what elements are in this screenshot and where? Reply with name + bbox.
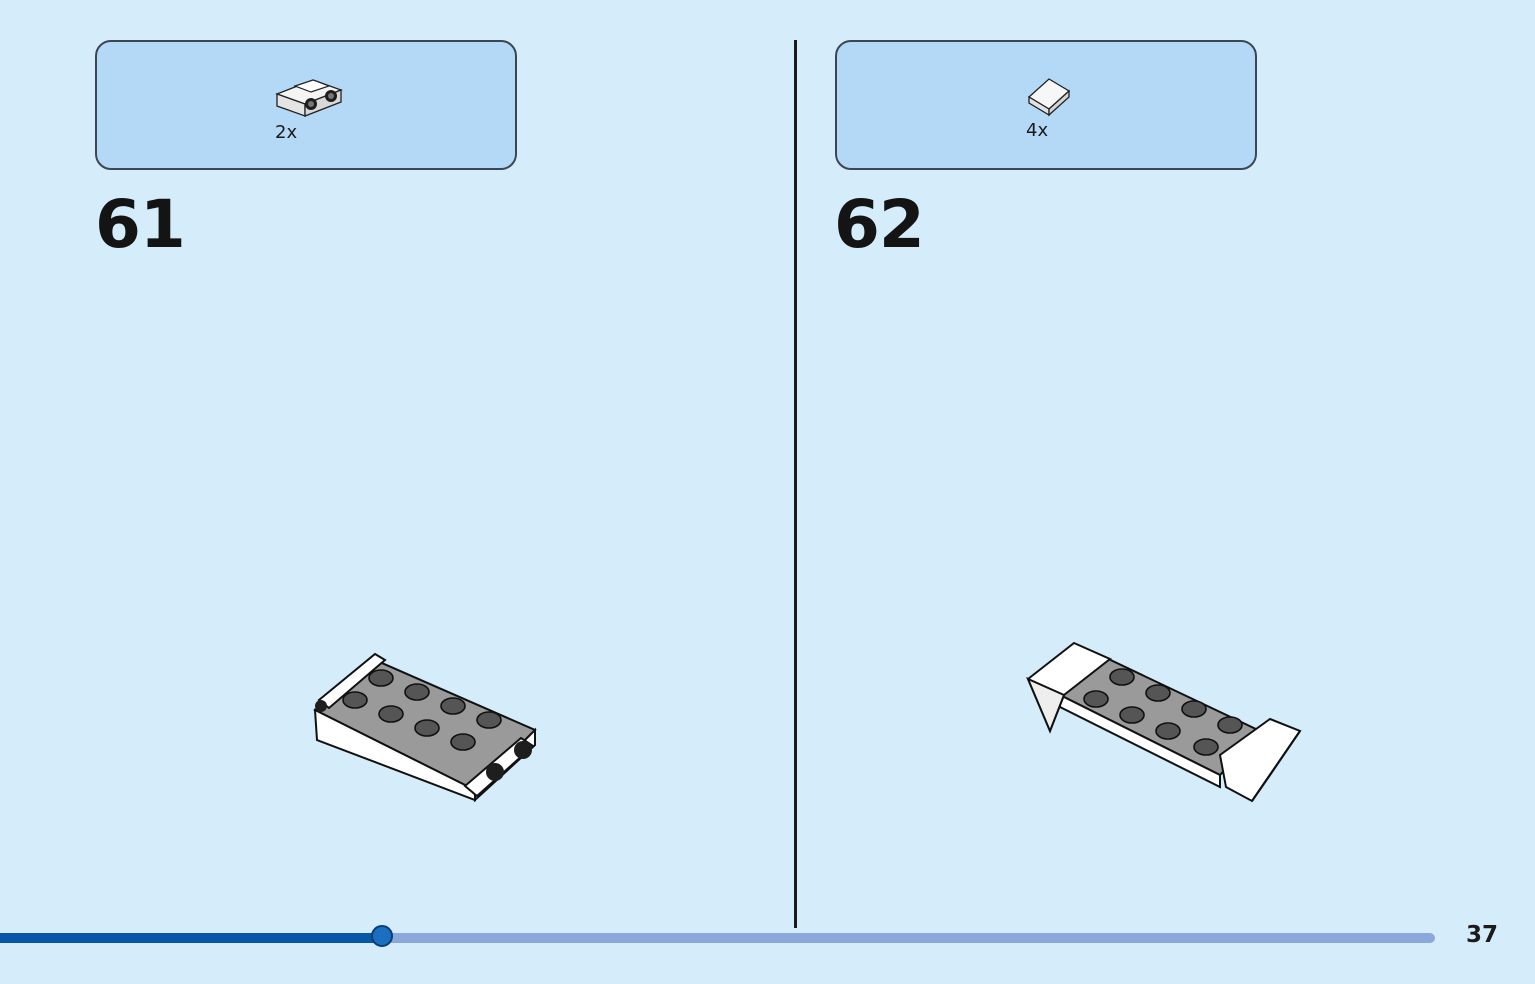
brick-assembly-icon xyxy=(1026,641,1302,803)
step-number: 62 xyxy=(834,186,925,263)
progress-fill xyxy=(0,933,382,943)
slope-tile-icon xyxy=(1027,78,1071,117)
part-quantity: 4x xyxy=(1026,120,1049,141)
parts-callout-step-61: 2x xyxy=(95,40,517,170)
brick-assembly-icon xyxy=(313,652,537,803)
part-quantity: 2x xyxy=(275,122,298,143)
page-number: 37 xyxy=(1466,922,1499,948)
progress-knob xyxy=(370,925,393,947)
parts-callout-step-62: 4x xyxy=(835,40,1257,170)
step-number: 61 xyxy=(95,186,186,263)
bracket-plate-icon xyxy=(275,79,343,117)
progress-track xyxy=(0,933,1435,943)
page-progress-bar xyxy=(0,925,1435,947)
page-divider xyxy=(794,40,797,928)
